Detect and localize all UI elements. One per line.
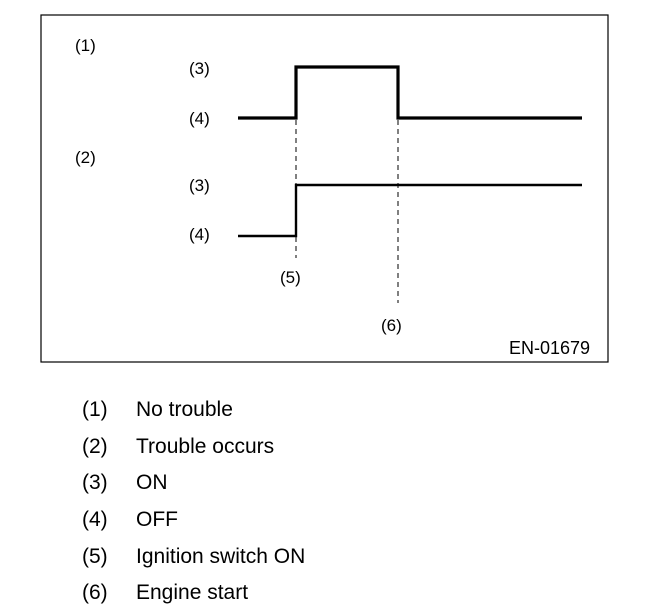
marker-6-label: (6) xyxy=(381,316,402,335)
legend-item: (6) Engine start xyxy=(82,575,305,612)
legend-number: (1) xyxy=(82,398,108,422)
legend-number: (3) xyxy=(82,471,108,495)
panel-2-label: (2) xyxy=(75,148,96,167)
marker-5-label: (5) xyxy=(280,268,301,287)
legend-item: (5) Ignition switch ON xyxy=(82,538,305,575)
legend-text: Engine start xyxy=(136,581,249,605)
panel-1-label: (1) xyxy=(75,36,96,55)
panel-1-on-label: (3) xyxy=(189,59,210,78)
legend-number: (6) xyxy=(82,581,108,605)
legend-item: (2) Trouble occurs xyxy=(82,429,305,466)
legend-text: Ignition switch ON xyxy=(136,544,306,568)
legend-text: No trouble xyxy=(136,398,233,422)
panel-1-signal-trace xyxy=(238,65,582,120)
legend-number: (5) xyxy=(82,544,108,568)
panel-1-off-label: (4) xyxy=(189,109,210,128)
legend-item: (1) No trouble xyxy=(82,392,305,429)
legend-item: (4) OFF xyxy=(82,502,305,539)
legend-item: (3) ON xyxy=(82,465,305,502)
figure-frame xyxy=(40,14,609,363)
legend-number: (2) xyxy=(82,434,108,458)
panel-2-off-label: (4) xyxy=(189,225,210,244)
legend-text: OFF xyxy=(136,508,178,532)
legend-text: ON xyxy=(136,471,168,495)
panel-2-on-label: (3) xyxy=(189,176,210,195)
panel-2-signal-trace xyxy=(238,183,582,238)
figure-code: EN-01679 xyxy=(509,338,590,358)
legend-text: Trouble occurs xyxy=(136,434,275,458)
legend-number: (4) xyxy=(82,508,108,532)
legend: (1) No trouble (2) Trouble occurs (3) ON… xyxy=(82,392,305,612)
